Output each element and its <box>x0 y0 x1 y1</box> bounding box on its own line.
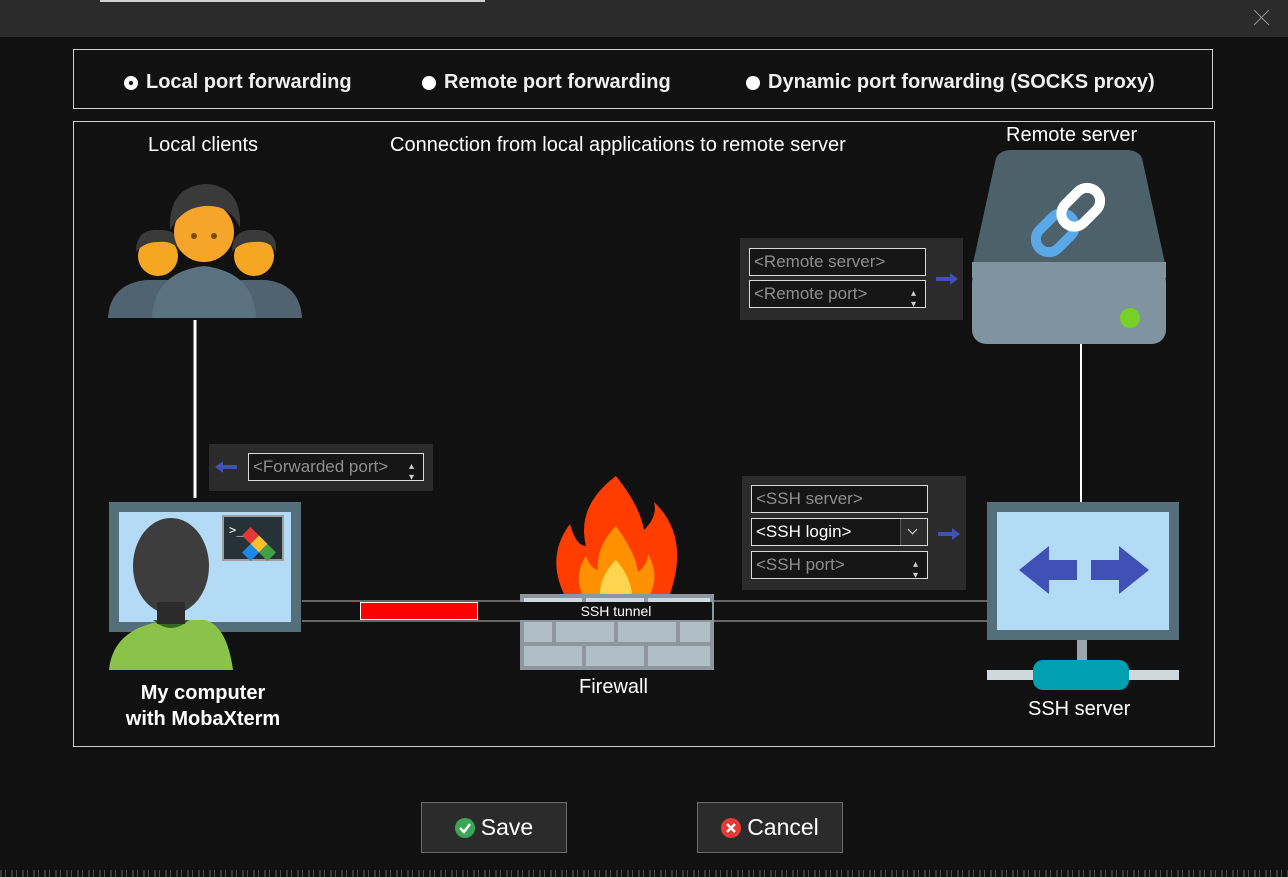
forwarding-mode-group: Local port forwarding Remote port forwar… <box>73 49 1213 109</box>
ssh-login-select[interactable]: <SSH login> <box>751 518 928 546</box>
forwarded-port-placeholder: <Forwarded port> <box>253 457 389 476</box>
local-clients-label: Local clients <box>148 134 259 156</box>
ssh-server-label: SSH server <box>1028 698 1131 720</box>
remote-server-label: Remote server <box>1006 124 1138 146</box>
arrow-right-icon <box>938 528 960 540</box>
firewall-label: Firewall <box>579 676 648 698</box>
remote-port-placeholder: <Remote port> <box>754 284 868 303</box>
checkmark-icon <box>454 817 475 838</box>
radio-local-forwarding[interactable]: Local port forwarding <box>124 71 352 94</box>
radio-label: Dynamic port forwarding (SOCKS proxy) <box>768 71 1155 93</box>
remote-server-input[interactable]: <Remote server> <box>749 248 926 276</box>
spinner-icon[interactable] <box>911 281 921 318</box>
radio-label: Local port forwarding <box>146 71 352 93</box>
bottom-edge <box>0 870 1288 877</box>
cancel-button[interactable]: Cancel <box>697 802 843 853</box>
spinner-icon[interactable] <box>409 454 419 491</box>
tunnel-red-bar <box>360 602 478 620</box>
title-bar <box>0 0 1288 37</box>
my-computer-label-line1: My computer <box>140 682 266 704</box>
diagram-description: Connection from local applications to re… <box>390 134 846 156</box>
my-computer-label-line2: with MobaXterm <box>125 708 281 730</box>
radio-dynamic-forwarding[interactable]: Dynamic port forwarding (SOCKS proxy) <box>746 71 1155 94</box>
ssh-panel: <SSH server> <SSH login> <SSH port> <box>742 476 966 590</box>
radio-unchecked-icon <box>746 75 760 90</box>
arrow-right-icon <box>936 273 958 285</box>
firewall-icon <box>520 476 714 670</box>
arrow-left-icon <box>215 461 237 473</box>
radio-checked-icon <box>124 75 138 90</box>
ssh-server-icon <box>987 502 1179 690</box>
forwarded-port-panel: <Forwarded port> <box>209 444 433 491</box>
my-computer-icon: >_ <box>109 502 301 670</box>
cancel-button-label: Cancel <box>747 814 819 840</box>
save-button-label: Save <box>480 814 534 840</box>
radio-unchecked-icon <box>422 75 436 90</box>
ssh-server-input[interactable]: <SSH server> <box>751 485 928 513</box>
svg-text:>_: >_ <box>229 523 244 537</box>
radio-remote-forwarding[interactable]: Remote port forwarding <box>422 71 671 94</box>
close-icon[interactable] <box>1253 9 1270 26</box>
ssh-login-value: <SSH login> <box>756 522 852 541</box>
ssh-port-input[interactable]: <SSH port> <box>751 551 928 589</box>
ssh-port-placeholder: <SSH port> <box>756 555 845 574</box>
remote-server-icon <box>972 150 1166 344</box>
remote-server-panel: <Remote server> <Remote port> <box>740 238 963 320</box>
my-computer-label: My computer with MobaXterm <box>114 680 292 732</box>
save-button[interactable]: Save <box>421 802 567 853</box>
cancel-icon <box>721 817 742 838</box>
title-strip <box>100 0 485 2</box>
spinner-icon[interactable] <box>913 552 923 589</box>
remote-port-input[interactable]: <Remote port> <box>749 280 926 318</box>
radio-label: Remote port forwarding <box>444 71 671 93</box>
forwarded-port-input[interactable]: <Forwarded port> <box>248 453 424 491</box>
forwarding-diagram: Local clients Connection from local appl… <box>73 121 1215 747</box>
ssh-tunnel-label: SSH tunnel <box>520 602 712 620</box>
chevron-down-icon[interactable] <box>900 519 927 545</box>
users-group-icon <box>108 184 302 318</box>
